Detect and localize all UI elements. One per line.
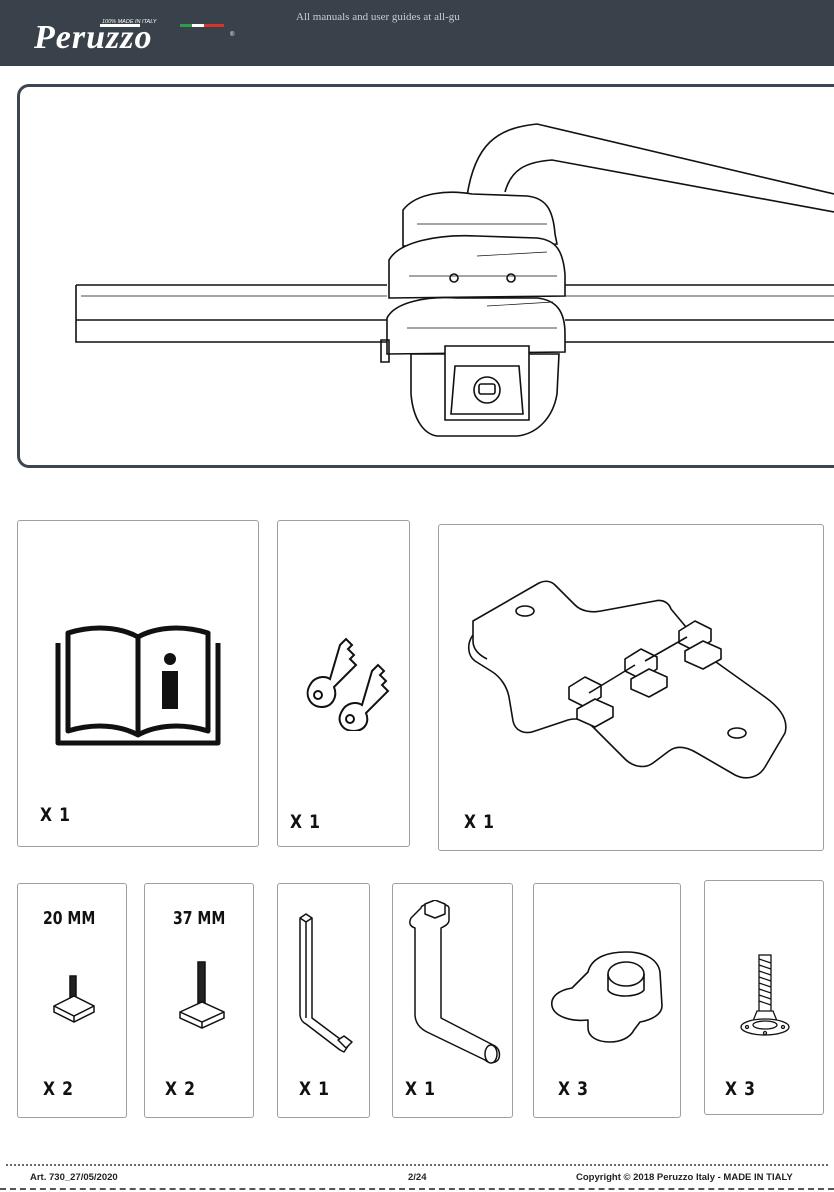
knob-icon (548, 950, 668, 1046)
t-bolt-short-icon (52, 974, 96, 1024)
keys-icon (300, 635, 392, 731)
peruzzo-logo: 100% MADE IN ITALY Peruzzo ® (30, 10, 240, 56)
article-number: Art. 730_27/05/2020 (30, 1172, 118, 1183)
footer-divider (6, 1164, 828, 1166)
quantity-label: X 1 (464, 811, 495, 833)
t-bolt-long-icon (178, 960, 226, 1030)
footer-bottom-rule (0, 1188, 834, 1190)
page-number: 2/24 (408, 1172, 427, 1183)
part-box-t-bolt-37mm: 37 MM X 2 (144, 883, 254, 1118)
socket-wrench-icon (405, 900, 505, 1066)
quantity-label: X 1 (290, 811, 321, 833)
quantity-label: X 1 (299, 1078, 330, 1100)
part-box-knob: X 3 (533, 883, 681, 1118)
quantity-label: X 2 (165, 1078, 196, 1100)
adapter-plate-icon (465, 577, 801, 787)
quantity-label: X 3 (725, 1078, 756, 1100)
bolt-icon (739, 953, 791, 1043)
quantity-label: X 1 (405, 1078, 436, 1100)
size-label: 37 MM (173, 908, 225, 929)
allen-key-icon (296, 912, 356, 1058)
part-box-socket-wrench: X 1 (392, 883, 513, 1118)
part-box-t-bolt-20mm: 20 MM X 2 (17, 883, 127, 1118)
instruction-manual-icon (54, 619, 222, 753)
part-box-adapter-plate: X 1 (438, 524, 824, 851)
quantity-label: X 2 (43, 1078, 74, 1100)
quantity-label: X 3 (558, 1078, 589, 1100)
header-bar: 100% MADE IN ITALY Peruzzo ® All manuals… (0, 0, 834, 66)
bike-carrier-mount-icon (17, 84, 834, 468)
svg-text:®: ® (230, 31, 235, 38)
copyright-text: Copyright © 2018 Peruzzo Italy - MADE IN… (576, 1172, 793, 1183)
part-box-manual: X 1 (17, 520, 259, 847)
quantity-label: X 1 (40, 804, 71, 826)
svg-text:Peruzzo: Peruzzo (33, 19, 152, 56)
watermark-text: All manuals and user guides at all-gu (296, 11, 460, 23)
size-label: 20 MM (43, 908, 95, 929)
part-box-bolt: X 3 (704, 880, 824, 1115)
part-box-keys: X 1 (277, 520, 410, 847)
part-box-allen-key: X 1 (277, 883, 370, 1118)
